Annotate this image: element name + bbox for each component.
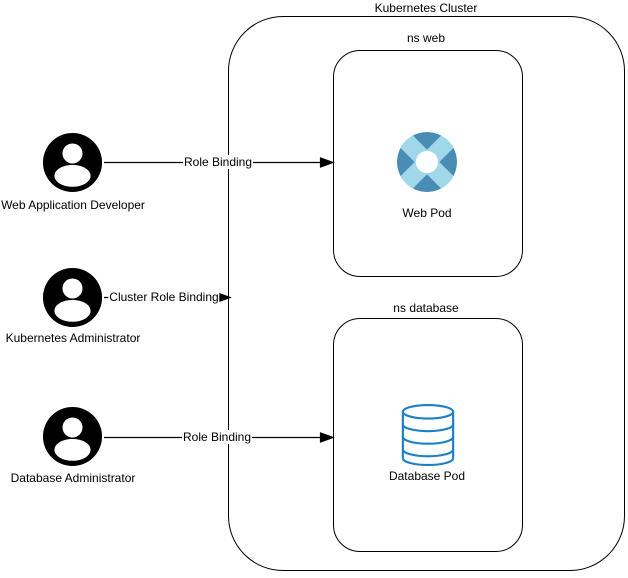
web-pod-label: Web Pod (400, 206, 454, 220)
connector-label-role-binding-web: Role Binding (182, 155, 254, 169)
connector-label-role-binding-database: Role Binding (181, 430, 253, 444)
user-icon (42, 406, 103, 467)
database-icon (399, 403, 457, 467)
connector-label-cluster-role-binding: Cluster Role Binding (108, 290, 220, 304)
database-pod-label: Database Pod (386, 469, 468, 483)
user-icon (42, 132, 103, 193)
actor-label-kubernetes-administrator: Kubernetes Administrator (3, 331, 143, 345)
user-icon (42, 267, 103, 328)
kubernetes-cluster-label: Kubernetes Cluster (372, 1, 480, 15)
namespace-web-label: ns web (404, 31, 448, 45)
kubernetes-pod-icon (396, 131, 458, 193)
actor-label-web-application-developer: Web Application Developer (0, 198, 147, 212)
actor-label-database-administrator: Database Administrator (8, 471, 138, 485)
namespace-database-label: ns database (391, 301, 461, 315)
namespace-database-box (333, 318, 523, 552)
